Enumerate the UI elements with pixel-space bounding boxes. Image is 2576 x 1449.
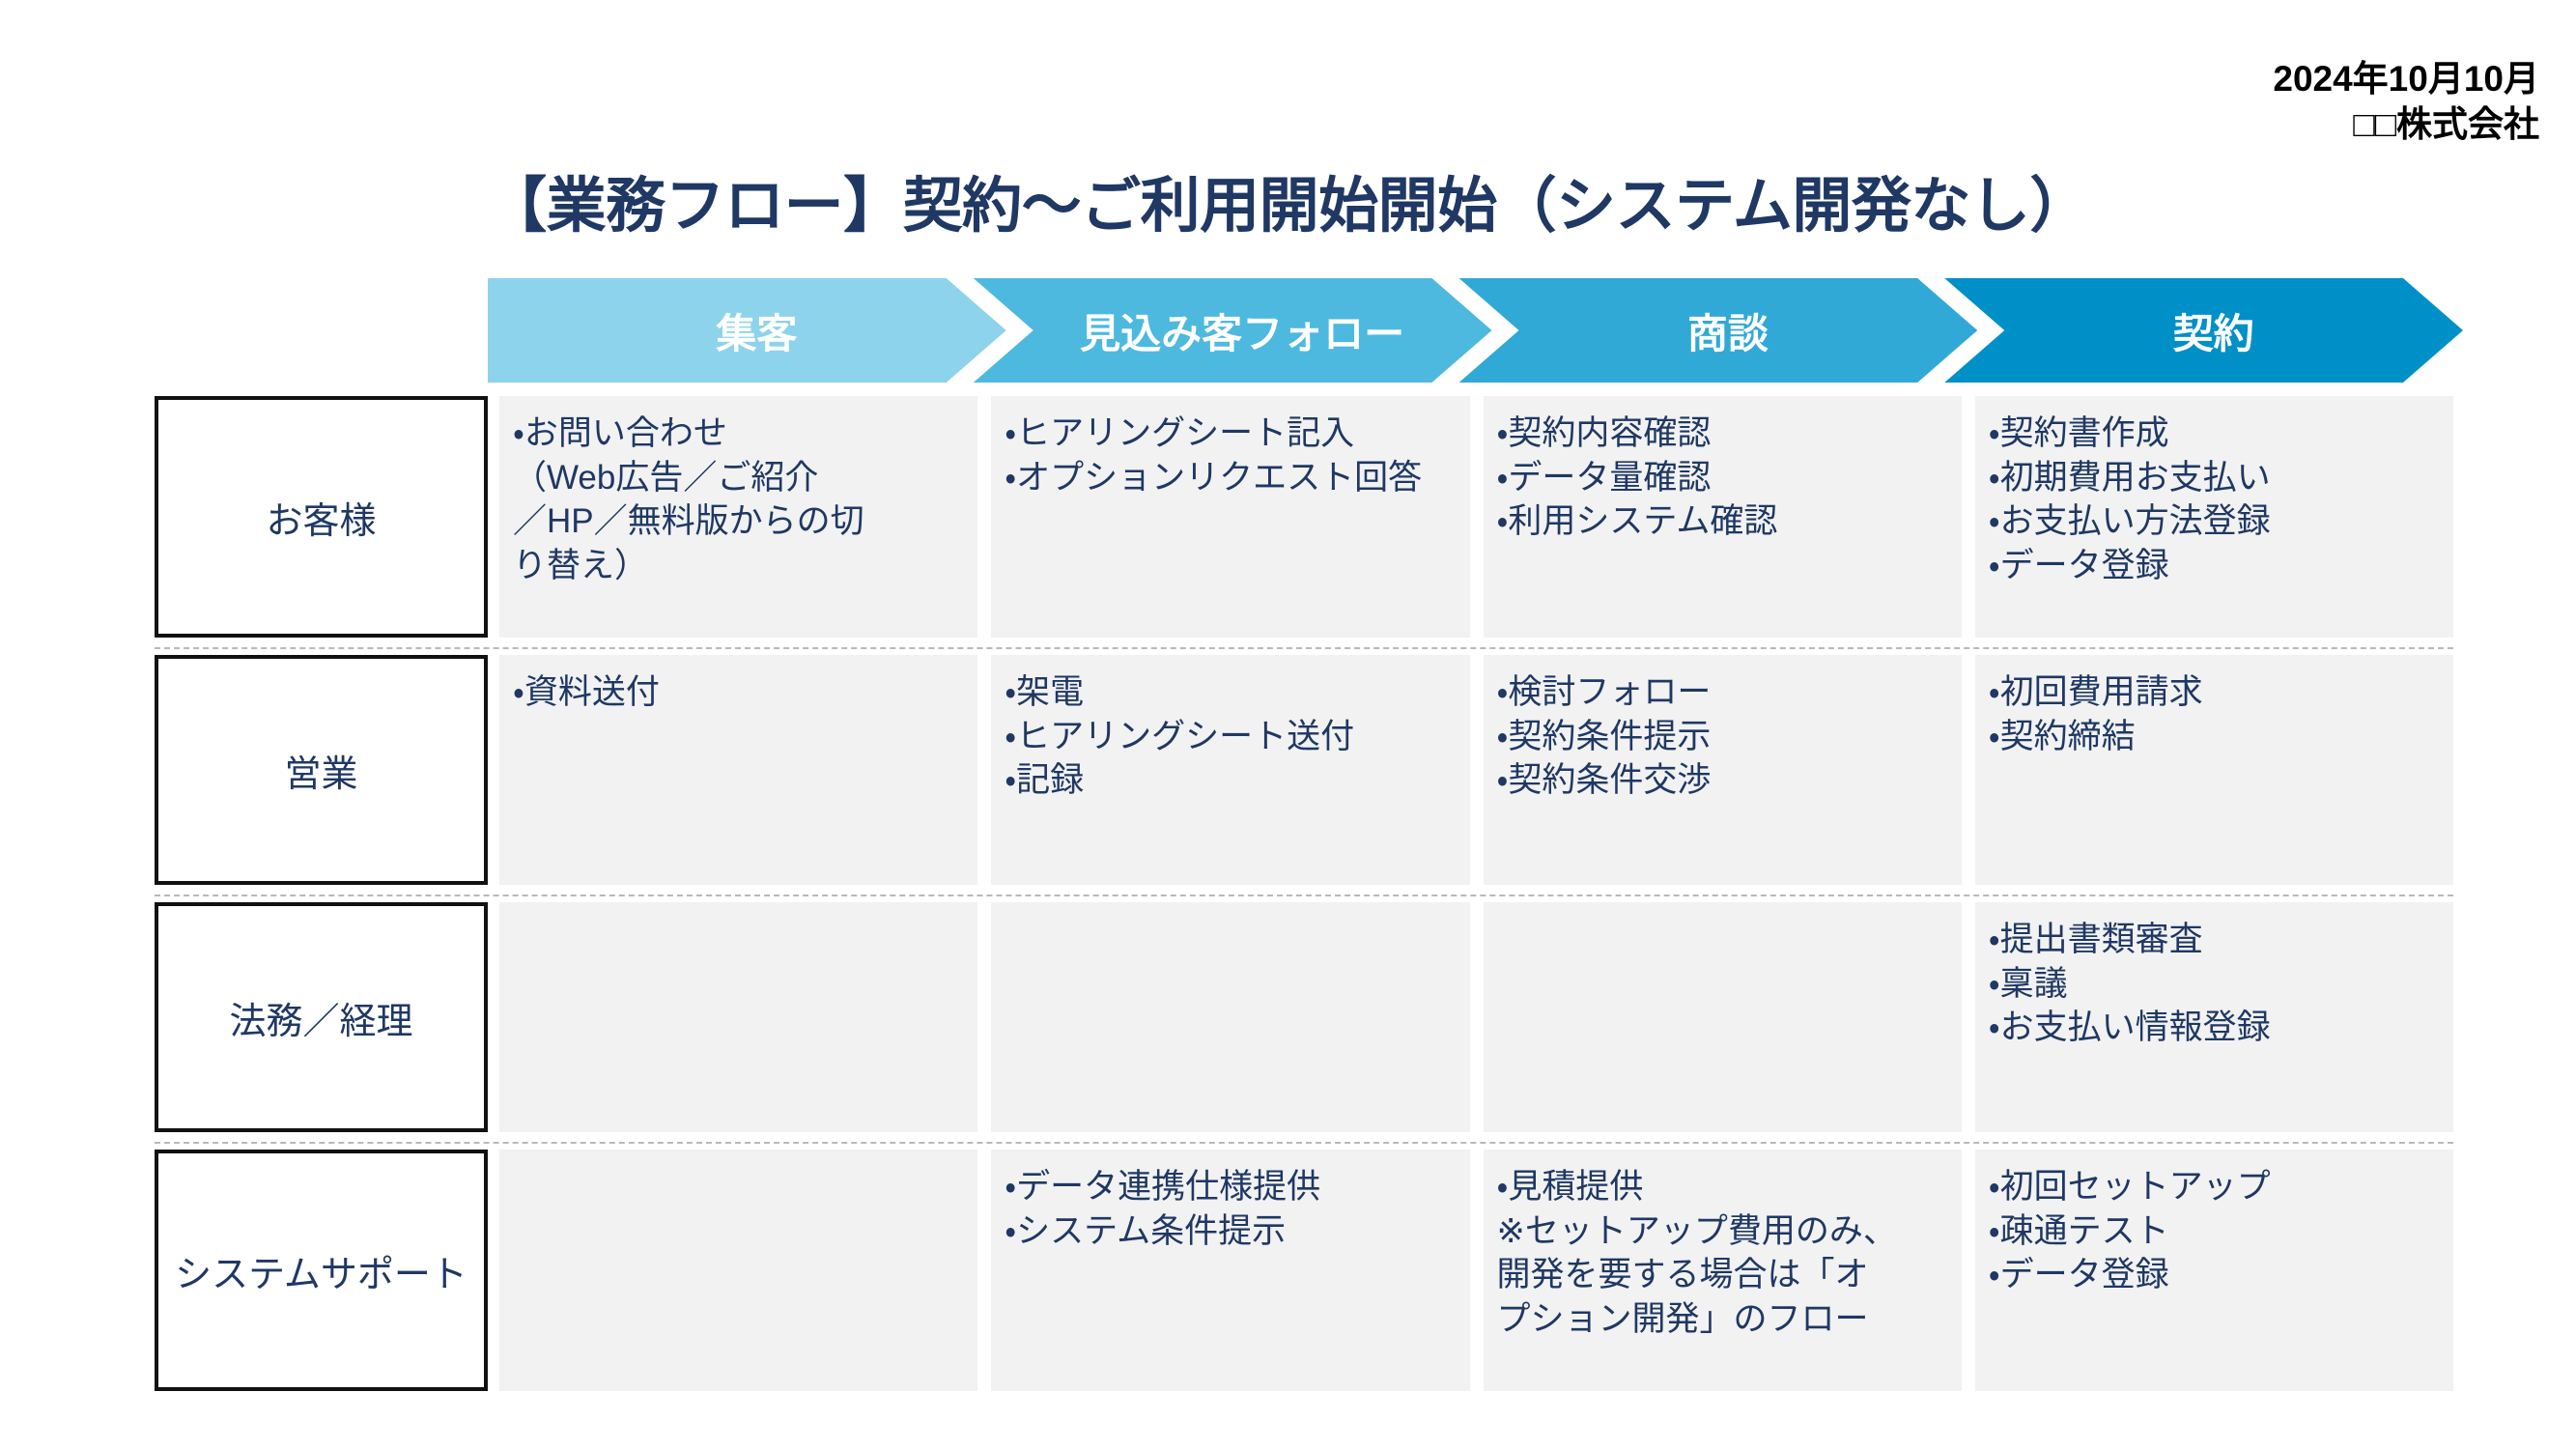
row-label-legal-accounting: 法務／経理: [155, 902, 488, 1132]
cell-r4-c3: ・見積提供 ※セットアップ費用のみ、 開発を要する場合は「オ プション開発」のフ…: [1483, 1150, 1962, 1391]
company-name: □□株式会社: [2353, 104, 2539, 145]
cell-r3-c4: ・提出書類審査 ・稟議 ・お支払い情報登録: [1974, 902, 2453, 1132]
stage-chevron-3[interactable]: 商談: [1459, 278, 1978, 383]
cell-r3-c2: [991, 902, 1470, 1132]
row-separator: [155, 647, 2453, 649]
cell-r2-c1: ・資料送付: [499, 655, 978, 885]
cell-r2-c4: ・初回費用請求 ・契約締結: [1974, 655, 2453, 885]
row-cells: ・資料送付 ・架電 ・ヒアリングシート送付 ・記録 ・検討フォロー ・契約条件提…: [499, 655, 2453, 885]
cell-r1-c4: ・契約書作成 ・初期費用お支払い ・お支払い方法登録 ・データ登録: [1974, 396, 2453, 638]
page-title: 【業務フロー】契約〜ご利用開始開始（システム開発なし）: [487, 173, 2089, 240]
cell-r1-c1: ・お問い合わせ （Web広告／ご紹介 ／HP／無料版からの切 り替え）: [499, 396, 978, 638]
cell-r2-c3: ・検討フォロー ・契約条件提示 ・契約条件交渉: [1483, 655, 1962, 885]
cell-r4-c4: ・初回セットアップ ・疎通テスト ・データ登録: [1974, 1150, 2453, 1391]
cell-r3-c1: [499, 902, 978, 1132]
cell-r1-c3: ・契約内容確認 ・データ量確認 ・利用システム確認: [1483, 396, 1962, 638]
cell-r4-c2: ・データ連携仕様提供 ・システム条件提示: [991, 1150, 1470, 1391]
stage-label-4: 契約: [2172, 310, 2254, 356]
stage-label-1: 集客: [716, 310, 798, 356]
row-label-system-support: システムサポート: [155, 1150, 488, 1391]
row-label-sales: 営業: [155, 655, 488, 885]
row-separator: [155, 895, 2453, 896]
row-cells: ・データ連携仕様提供 ・システム条件提示 ・見積提供 ※セットアップ費用のみ、 …: [499, 1150, 2453, 1391]
swimlane-row: 営業 ・資料送付 ・架電 ・ヒアリングシート送付 ・記録 ・検討フォロー ・契約…: [155, 649, 2453, 895]
cell-r4-c1: [499, 1150, 978, 1391]
stage-chevron-2[interactable]: 見込み客フォロー: [974, 278, 1492, 383]
cell-r3-c3: [1483, 902, 1962, 1132]
swimlane-row: システムサポート ・データ連携仕様提供 ・システム条件提示 ・見積提供 ※セット…: [155, 1144, 2453, 1401]
swimlane-row: お客様 ・お問い合わせ （Web広告／ご紹介 ／HP／無料版からの切 り替え） …: [155, 390, 2453, 647]
row-cells: ・提出書類審査 ・稟議 ・お支払い情報登録: [499, 902, 2453, 1132]
stage-chevron-1[interactable]: 集客: [488, 278, 1006, 383]
stage-label-3: 商談: [1686, 310, 1769, 356]
swimlane-grid: お客様 ・お問い合わせ （Web広告／ご紹介 ／HP／無料版からの切 り替え） …: [155, 390, 2453, 1401]
stage-chevron-4[interactable]: 契約: [1944, 278, 2463, 383]
cell-r2-c2: ・架電 ・ヒアリングシート送付 ・記録: [991, 655, 1470, 885]
document-date: 2024年10月10月: [2273, 59, 2539, 99]
stage-label-2: 見込み客フォロー: [1080, 310, 1405, 356]
row-separator: [155, 1142, 2453, 1144]
row-label-customer: お客様: [155, 396, 488, 638]
header-meta: 2024年10月10月 □□株式会社: [2273, 56, 2539, 148]
swimlane-row: 法務／経理 ・提出書類審査 ・稟議 ・お支払い情報登録: [155, 896, 2453, 1142]
cell-r1-c2: ・ヒアリングシート記入 ・オプションリクエスト回答: [991, 396, 1470, 638]
row-cells: ・お問い合わせ （Web広告／ご紹介 ／HP／無料版からの切 り替え） ・ヒアリ…: [499, 396, 2453, 638]
stage-chevron-band: 集客 見込み客フォロー 商談 契約: [488, 278, 2463, 383]
